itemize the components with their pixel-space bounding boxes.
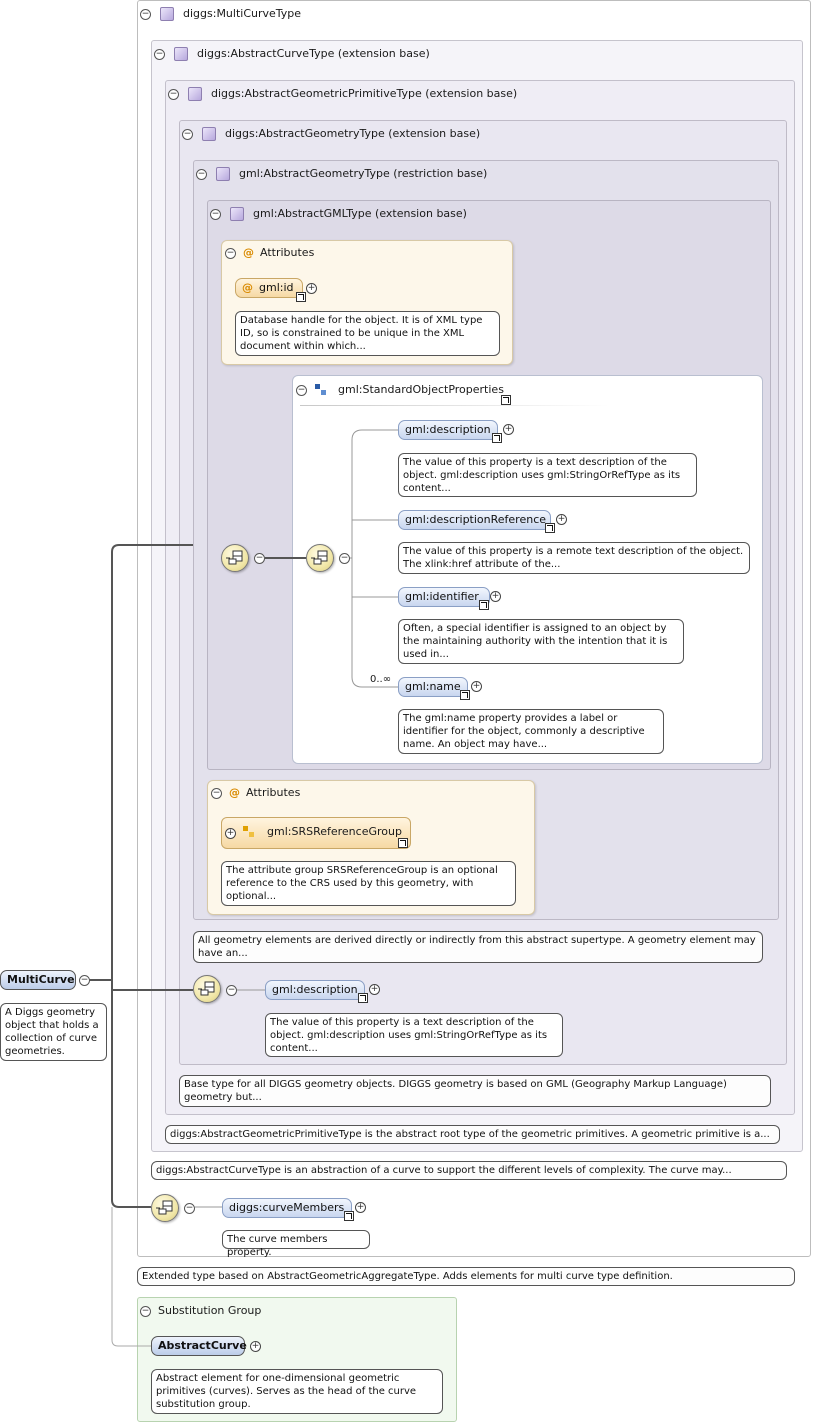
group-title: gml:StandardObjectProperties (338, 383, 504, 396)
link-arrow-icon[interactable] (479, 600, 489, 610)
element-name: gml:description (405, 423, 491, 436)
collapse-toggle[interactable]: − (140, 1306, 151, 1317)
attribute-gml-id[interactable]: @ gml:id (235, 278, 303, 298)
group-icon (315, 384, 327, 396)
sequence-compositor-icon[interactable] (221, 544, 249, 572)
complex-type-icon (230, 207, 244, 221)
type-title-abstract-curve: diggs:AbstractCurveType (extension base) (197, 47, 430, 60)
expand-plus-icon[interactable]: + (355, 1202, 366, 1213)
element-abstract-curve[interactable]: AbstractCurve (151, 1336, 247, 1356)
link-arrow-icon[interactable] (358, 993, 368, 1003)
collapse-toggle[interactable]: − (168, 89, 179, 100)
element-diggs-curve-members[interactable]: diggs:curveMembers (222, 1198, 352, 1218)
expand-plus-icon[interactable]: + (225, 828, 236, 839)
expand-plus-icon[interactable]: + (556, 514, 567, 525)
substitution-group-title: Substitution Group (158, 1304, 262, 1317)
element-doc: The gml:name property provides a label o… (398, 709, 664, 754)
type-title-abstract-geometry: diggs:AbstractGeometryType (extension ba… (225, 127, 481, 140)
link-arrow-icon[interactable] (492, 433, 502, 443)
attribute-doc: Database handle for the object. It is of… (235, 311, 500, 356)
element-name: diggs:curveMembers (229, 1201, 345, 1214)
element-name: AbstractCurve (158, 1339, 247, 1352)
collapse-toggle[interactable]: − (184, 1203, 195, 1214)
link-arrow-icon[interactable] (344, 1211, 354, 1221)
collapse-toggle[interactable]: − (211, 788, 222, 799)
type-doc-abstract-geometric-primitive: diggs:AbstractGeometricPrimitiveType is … (165, 1125, 780, 1144)
collapse-toggle[interactable]: − (182, 129, 193, 140)
root-element-multi-curve[interactable]: MultiCurve (0, 970, 76, 990)
attributes-title: Attributes (260, 246, 315, 259)
attributes-title: Attributes (246, 786, 301, 799)
link-arrow-icon[interactable] (501, 395, 511, 405)
type-title-gml-abstract-geometry: gml:AbstractGeometryType (restriction ba… (239, 167, 488, 180)
collapse-toggle[interactable]: − (296, 385, 307, 396)
cardinality-label: 0..∞ (370, 674, 392, 685)
type-doc-abstract-curve: diggs:AbstractCurveType is an abstractio… (151, 1161, 787, 1180)
collapse-toggle[interactable]: − (140, 9, 151, 20)
type-title-gml-abstract-gml: gml:AbstractGMLType (extension base) (253, 207, 467, 220)
link-arrow-icon[interactable] (545, 523, 555, 533)
collapse-toggle[interactable]: − (196, 169, 207, 180)
root-element-doc: A Diggs geometry object that holds a col… (0, 1003, 107, 1061)
expand-plus-icon[interactable]: + (490, 591, 501, 602)
attribute-group-icon (243, 826, 255, 838)
divider (300, 405, 610, 406)
collapse-toggle[interactable]: − (154, 49, 165, 60)
attribute-group-name: gml:SRSReferenceGroup (267, 825, 402, 838)
sequence-compositor-icon[interactable] (306, 544, 334, 572)
element-gml-name[interactable]: gml:name (398, 677, 468, 697)
collapse-toggle[interactable]: − (226, 985, 237, 996)
element-doc: Often, a special identifier is assigned … (398, 619, 684, 664)
element-name: gml:name (405, 680, 461, 693)
expand-plus-icon[interactable]: + (369, 984, 380, 995)
element-doc: The value of this property is a text des… (265, 1013, 563, 1057)
element-name: MultiCurve (7, 973, 75, 986)
link-arrow-icon[interactable] (460, 690, 470, 700)
attribute-icon: @ (229, 786, 240, 799)
element-doc: The value of this property is a text des… (398, 453, 697, 497)
complex-type-icon (160, 7, 174, 21)
type-doc-multi-curve: Extended type based on AbstractGeometric… (137, 1267, 795, 1286)
element-doc: The value of this property is a remote t… (398, 542, 750, 574)
type-title-abstract-geometric-primitive: diggs:AbstractGeometricPrimitiveType (ex… (211, 87, 518, 100)
complex-type-icon (188, 87, 202, 101)
collapse-toggle[interactable]: − (79, 975, 90, 986)
element-gml-description[interactable]: gml:description (398, 420, 498, 440)
complex-type-icon (216, 167, 230, 181)
collapse-toggle[interactable]: − (339, 553, 350, 564)
element-doc: The curve members property. (222, 1230, 370, 1258)
element-name: gml:identifier (405, 590, 479, 603)
type-doc-abstract-geometry: Base type for all DIGGS geometry objects… (179, 1075, 771, 1107)
element-gml-description-reference[interactable]: gml:descriptionReference (398, 510, 551, 530)
expand-plus-icon[interactable]: + (503, 424, 514, 435)
complex-type-icon (202, 127, 216, 141)
attribute-icon: @ (242, 281, 253, 294)
attribute-group-doc: The attribute group SRSReferenceGroup is… (221, 861, 516, 906)
attribute-icon: @ (243, 246, 254, 259)
element-doc: Abstract element for one-dimensional geo… (151, 1369, 443, 1414)
complex-type-icon (174, 47, 188, 61)
expand-plus-icon[interactable]: + (471, 681, 482, 692)
element-gml-identifier[interactable]: gml:identifier (398, 587, 490, 607)
type-title-multi-curve: diggs:MultiCurveType (183, 7, 302, 20)
element-name: gml:descriptionReference (405, 513, 547, 526)
element-name: gml:description (272, 983, 358, 996)
collapse-toggle[interactable]: − (254, 553, 265, 564)
expand-plus-icon[interactable]: + (250, 1341, 261, 1352)
sequence-compositor-icon[interactable] (151, 1194, 179, 1222)
link-arrow-icon[interactable] (398, 838, 408, 848)
element-gml-description-2[interactable]: gml:description (265, 980, 365, 1000)
link-arrow-icon[interactable] (296, 292, 306, 302)
collapse-toggle[interactable]: − (210, 209, 221, 220)
expand-plus-icon[interactable]: + (306, 283, 317, 294)
attribute-name: gml:id (259, 281, 294, 294)
type-doc-gml-abstract-geometry: All geometry elements are derived direct… (193, 931, 763, 963)
sequence-compositor-icon[interactable] (193, 975, 221, 1003)
collapse-toggle[interactable]: − (225, 248, 236, 259)
